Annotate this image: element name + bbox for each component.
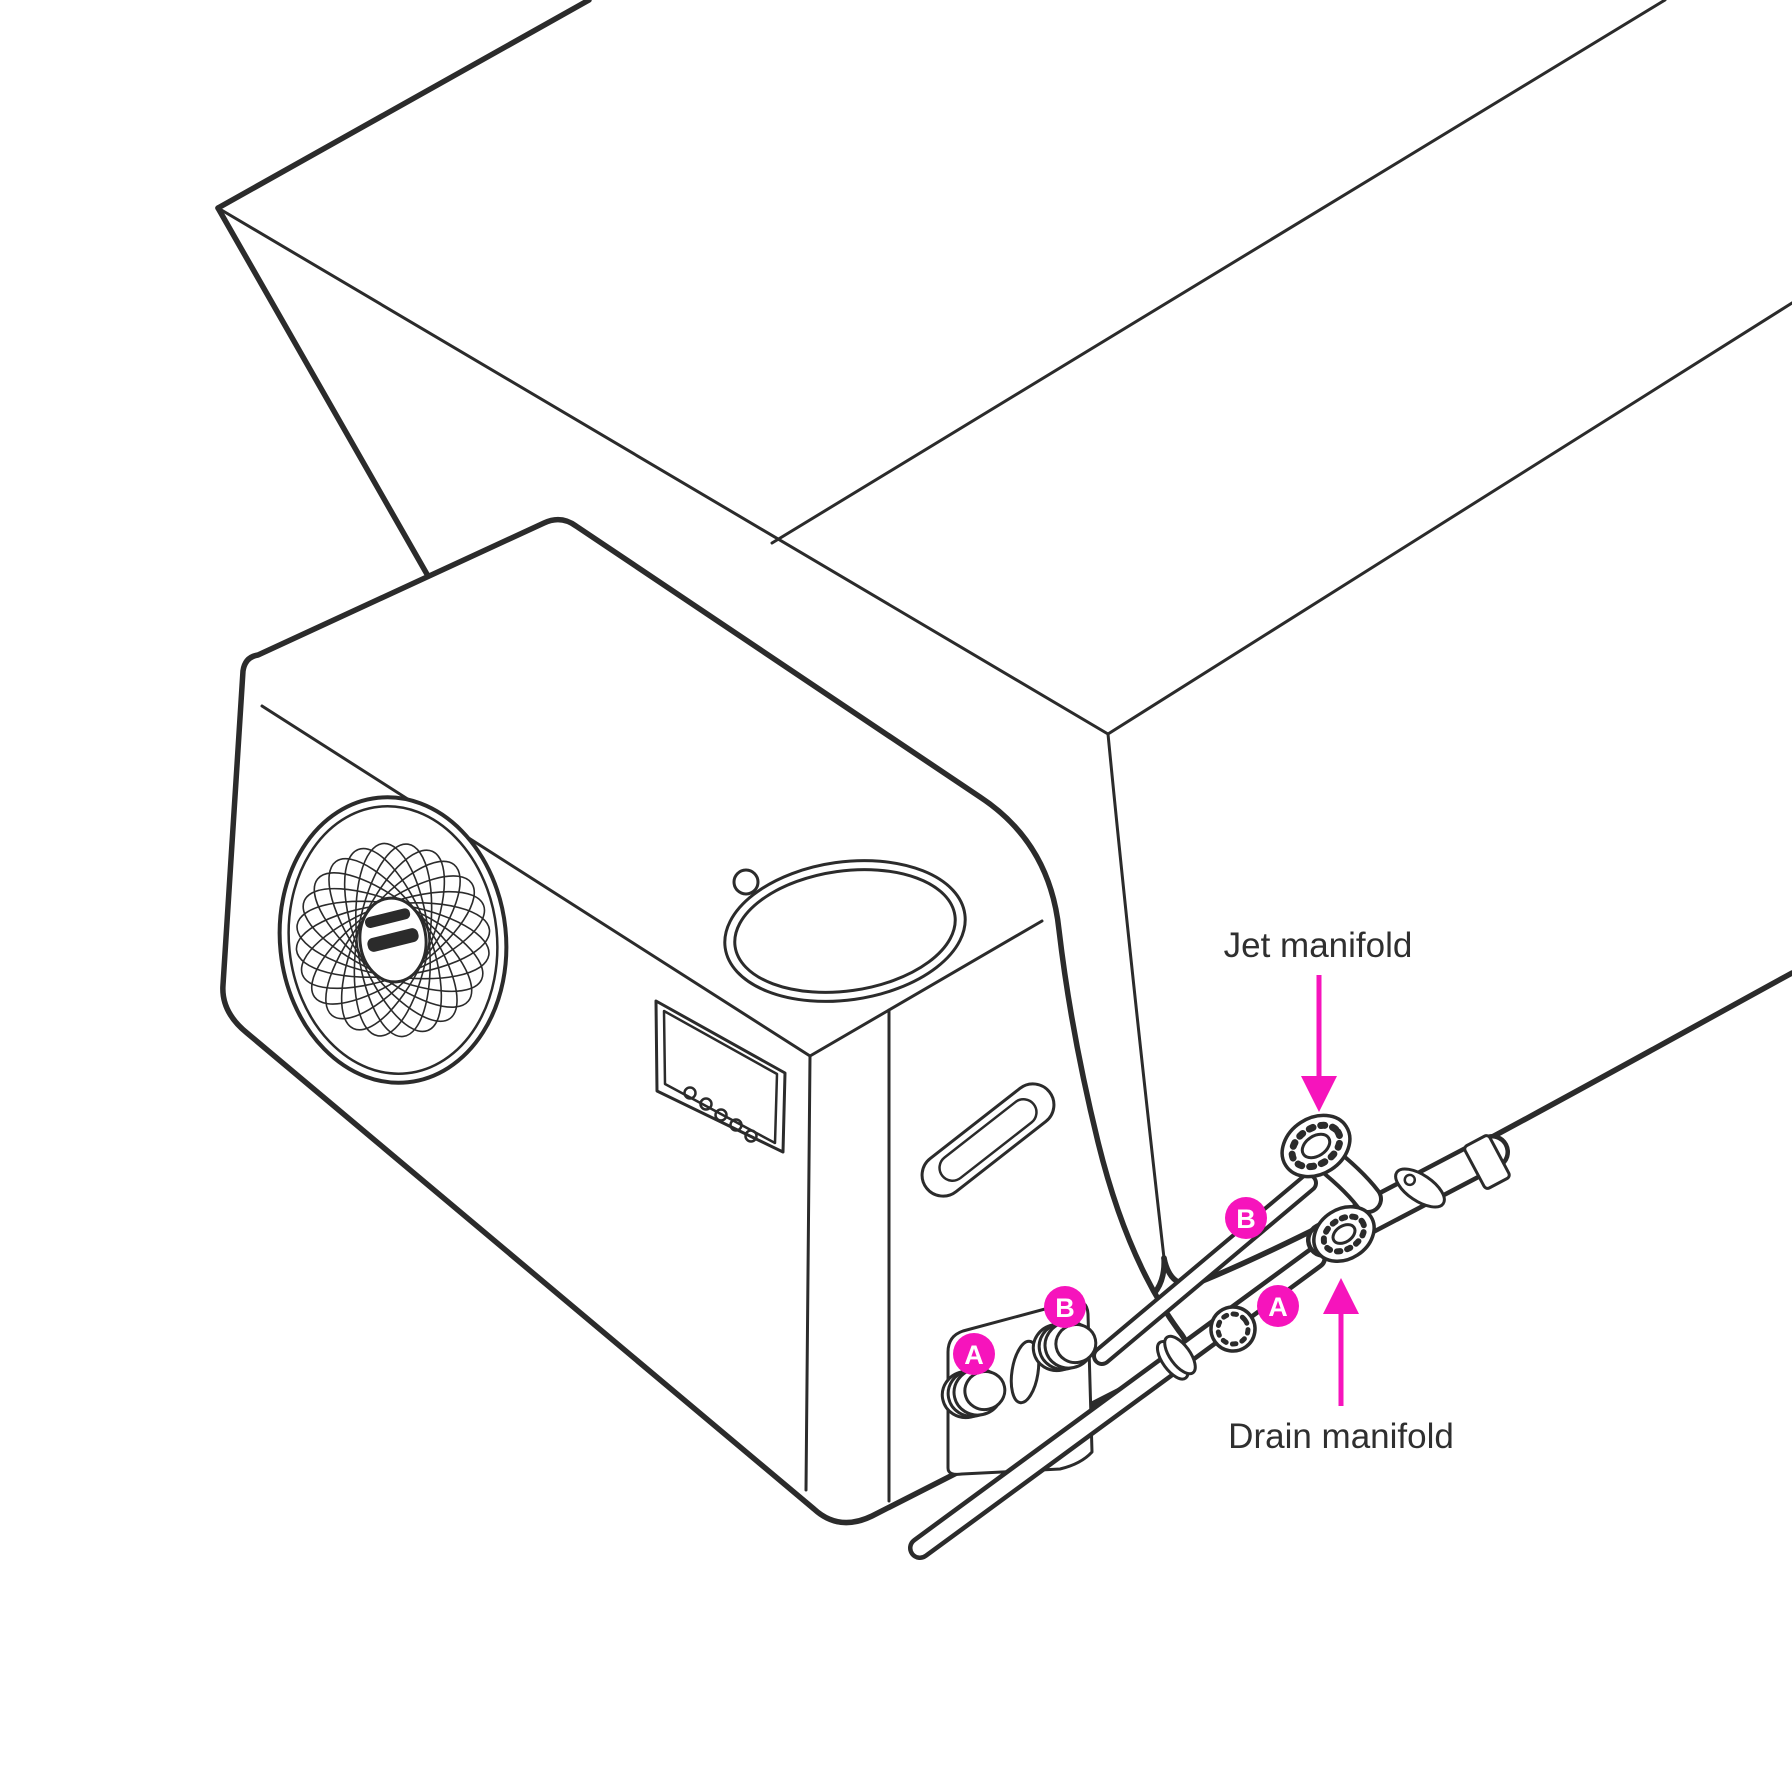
control-panel-frame [654,999,787,1154]
tub-far-rim-edge [1106,301,1792,736]
arrow-up-icon [1323,1278,1359,1314]
plate-oval-cutout [1009,1339,1041,1405]
tub [215,0,1792,1341]
brand-logo-icon [364,908,419,952]
fan-grille [277,795,509,1085]
drain-manifold-label: Drain manifold [1228,1417,1454,1456]
control-panel-screen [662,1009,779,1145]
chiller-front-right-edge [804,1054,812,1492]
lid [723,859,967,1003]
badge-letter: B [1236,1204,1256,1234]
valve-lever[interactable] [1390,1162,1451,1215]
tub-left-edge [215,205,435,586]
drain-hose[interactable] [908,1246,1327,1560]
hex-collar [1463,1134,1511,1190]
lid-hinge-tab [732,868,760,896]
jet-manifold-label: Jet manifold [1224,926,1413,965]
badge-letter: A [964,1340,984,1370]
arrow-down-icon [1301,1076,1337,1112]
badge-jet-hose-b: B [1225,1197,1267,1239]
drain-manifold-fitting[interactable] [1304,1196,1385,1273]
jet-hose[interactable] [1092,1173,1318,1366]
control-panel-buttons[interactable] [683,1086,758,1143]
tub-corner-edge [1106,732,1166,1260]
jet-manifold-arrow [1301,975,1337,1112]
hose-coupler [1155,1334,1197,1381]
fan-inner-ring [287,805,499,1075]
hoses [908,1173,1327,1560]
chiller-port-a[interactable] [938,1364,1009,1422]
jet-manifold-fitting[interactable] [1271,1103,1383,1214]
lid-inner-rim [733,868,957,994]
lid-outer-rim [723,859,967,1003]
annotations: Jet manifold Drain manifold A B B A [953,926,1454,1456]
tub-rim-edge [216,206,1110,736]
chiller-right-top-edge [808,919,1044,1058]
chiller [220,516,1190,1526]
badge-letter: B [1055,1293,1075,1323]
badge-letter: A [1268,1292,1288,1322]
tub-inner-rim-edge [770,0,1667,545]
drain-manifold-arrow [1323,1278,1359,1406]
badge-drain-hose-a: A [1257,1285,1299,1327]
handle-slot[interactable] [914,1075,1063,1204]
chiller-top-ridge [260,704,812,1058]
chiller-body [220,516,1190,1526]
cap-disc [1209,1305,1257,1353]
badge-chiller-port-a: A [953,1333,995,1375]
tub-top-edge [215,0,592,211]
badge-chiller-port-b: B [1044,1286,1086,1328]
control-panel [654,999,787,1154]
manifold-assembly [1271,1103,1511,1273]
